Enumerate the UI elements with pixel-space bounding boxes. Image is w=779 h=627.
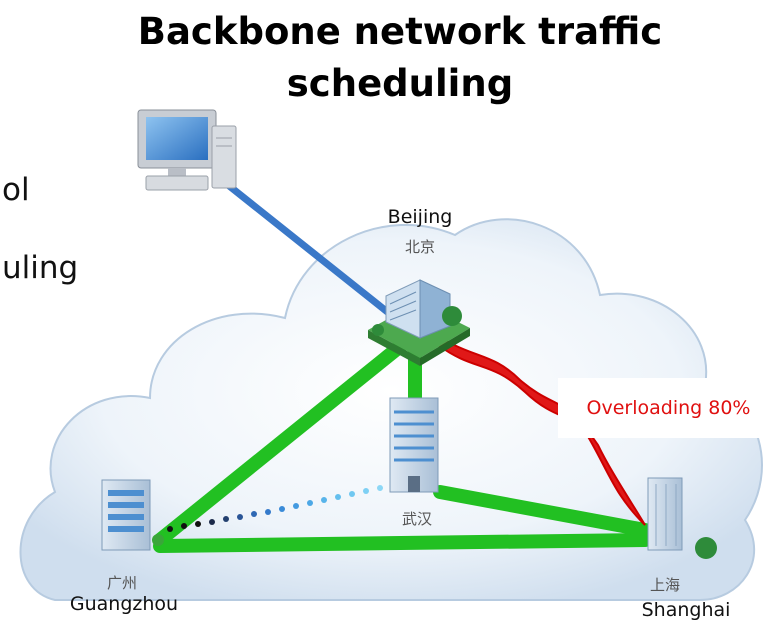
diagram-title: Backbone network traffic scheduling <box>100 6 700 110</box>
title-line-1: Backbone network traffic <box>137 10 663 53</box>
link-beijing-guangzhou <box>153 333 415 547</box>
link-guangzhou-shanghai <box>153 533 652 553</box>
shanghai-label: Shanghai <box>641 599 731 621</box>
wuhan-building-icon <box>389 397 439 493</box>
title-line-2: scheduling <box>286 62 514 105</box>
shanghai-label-zh: 上海 <box>649 576 680 594</box>
overload-alert-label: Overloading 80% <box>558 378 779 438</box>
shanghai-building-icon <box>647 477 717 559</box>
overloaded-link <box>429 329 646 526</box>
beijing-label: Beijing <box>387 206 453 228</box>
side-text-fragment-2: uling <box>2 250 79 286</box>
backup-link-dots <box>167 485 383 532</box>
wuhan-label-zh: 武汉 <box>401 510 432 528</box>
computer-icon <box>137 109 237 191</box>
link-wuhan-shanghai <box>433 485 652 537</box>
side-text-fragment-1: ol <box>2 172 30 208</box>
beijing-building-icon <box>368 279 470 366</box>
beijing-label-zh: 北京 <box>404 238 435 256</box>
guangzhou-label: Guangzhou <box>69 593 179 615</box>
access-link <box>224 181 399 322</box>
guangzhou-building-icon <box>101 479 164 551</box>
guangzhou-label-zh: 广州 <box>106 574 137 592</box>
